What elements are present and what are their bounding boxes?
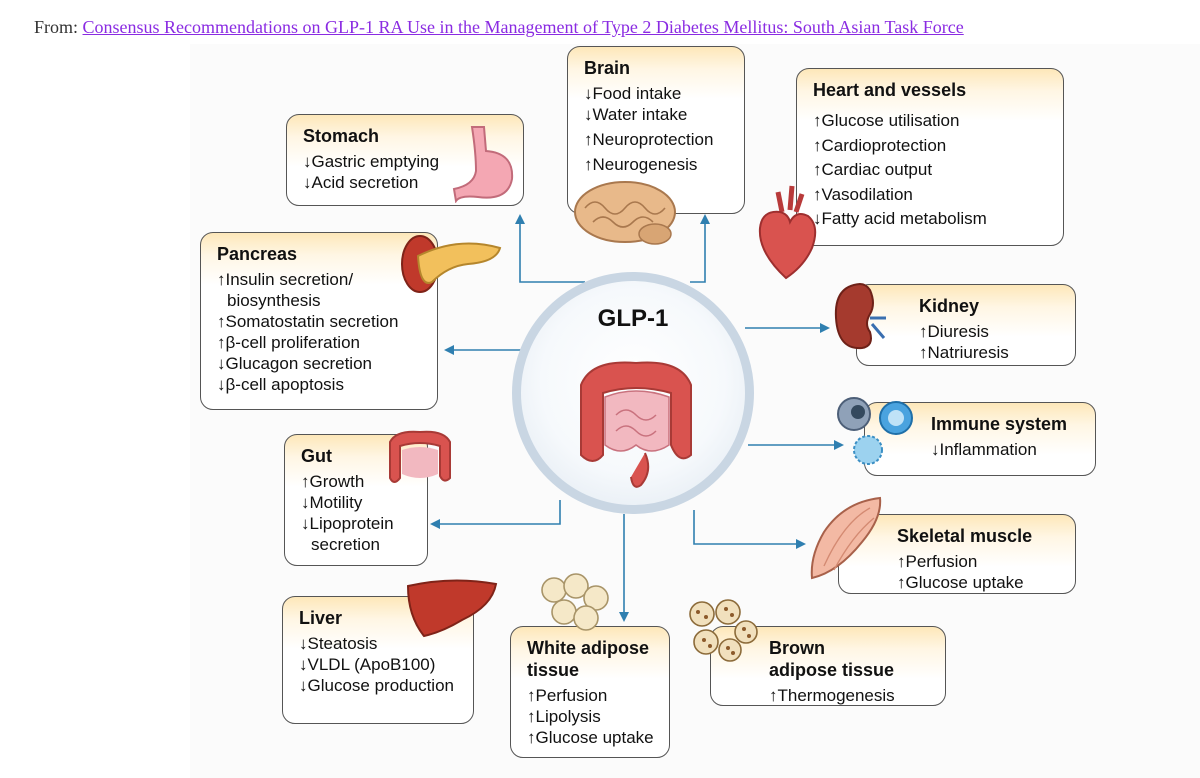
pancreas-item: ↓β-cell apoptosis (217, 375, 344, 394)
liver-item: ↓Glucose production (299, 676, 454, 695)
white-adipose-item: ↑Perfusion (527, 686, 608, 705)
kidney-item: ↑Diuresis (919, 322, 989, 341)
heart-item: ↓Fatty acid metabolism (813, 209, 987, 228)
heart-icon (758, 185, 817, 280)
kidney-item: ↑Natriuresis (919, 343, 1009, 362)
pancreas-item: ↑β-cell proliferation (217, 333, 360, 352)
pancreas-item: ↑Somatostatin secretion (217, 312, 399, 331)
brain-box: Brain ↓Food intake ↓Water intake ↑Neurop… (567, 46, 745, 214)
pancreas-box: Pancreas ↑Insulin secretion/ biosynthesi… (200, 232, 438, 410)
arrow-to-gut (430, 500, 561, 529)
immune-cells-icon (837, 397, 913, 465)
heart-item: ↑Vasodilation (813, 184, 913, 204)
kidney-title: Kidney (919, 296, 980, 316)
white-adipose-box: White adipose tissue ↑Perfusion ↑Lipolys… (510, 626, 670, 758)
arrow-to-brain (690, 214, 710, 283)
white-adipose-icon (541, 573, 609, 631)
brain-title: Brain (584, 58, 631, 78)
brain-item: ↑Neurogenesis (584, 155, 698, 174)
stomach-item: ↓Acid secretion (303, 173, 419, 192)
source-prefix: From: (34, 17, 79, 37)
pancreas-icon (401, 235, 502, 293)
white-adipose-title: White adipose (527, 638, 650, 658)
gut-item: ↓Lipoprotein (301, 514, 394, 533)
muscle-item: ↑Glucose uptake (897, 573, 1024, 592)
immune-box: Immune system ↓Inflammation (864, 402, 1096, 476)
arrow-to-stomach (515, 214, 585, 283)
glp1-title: GLP-1 (597, 305, 669, 332)
immune-item: ↓Inflammation (931, 440, 1037, 459)
kidney-box: Kidney ↑Diuresis ↑Natriuresis (856, 284, 1076, 366)
intestine-icon (580, 361, 692, 488)
arrow-to-muscle (693, 510, 806, 549)
gut-item: secretion (311, 535, 380, 554)
stomach-box: Stomach ↓Gastric emptying ↓Acid secretio… (286, 114, 524, 206)
immune-title: Immune system (931, 414, 1068, 434)
heart-item: ↑Cardiac output (813, 160, 933, 179)
liver-item: ↓Steatosis (299, 634, 378, 653)
gut-title: Gut (301, 446, 332, 466)
muscle-box: Skeletal muscle ↑Perfusion ↑Glucose upta… (838, 514, 1076, 594)
brain-item: ↓Water intake (584, 105, 688, 124)
heart-box: Heart and vessels ↑Glucose utilisation ↑… (796, 68, 1064, 246)
heart-item: ↑Glucose utilisation (813, 111, 960, 130)
stomach-item: ↓Gastric emptying (303, 152, 440, 171)
brown-adipose-title-line2: adipose tissue (769, 660, 895, 680)
white-adipose-item: ↑Glucose uptake (527, 728, 654, 747)
brain-item: ↓Food intake (584, 84, 682, 103)
brown-adipose-title: Brown (769, 638, 825, 658)
gut-item: ↓Motility (301, 493, 363, 512)
kidney-icon (834, 282, 886, 350)
heart-title: Heart and vessels (813, 80, 967, 100)
pancreas-item: biosynthesis (227, 291, 321, 310)
muscle-icon (810, 496, 882, 580)
gut-item: ↑Growth (301, 472, 365, 491)
pancreas-item: ↑Insulin secretion/ (217, 270, 354, 289)
glp1-center-circle: GLP-1 (512, 272, 754, 514)
brown-adipose-item: ↑Thermogenesis (769, 686, 895, 705)
gut-icon (389, 430, 451, 483)
pancreas-title: Pancreas (217, 244, 298, 264)
muscle-title: Skeletal muscle (897, 526, 1033, 546)
white-adipose-item: ↑Lipolysis (527, 707, 601, 726)
liver-title: Liver (299, 608, 343, 628)
source-article-link[interactable]: Consensus Recommendations on GLP-1 RA Us… (82, 17, 964, 37)
heart-item: ↑Cardioprotection (813, 135, 947, 155)
brown-adipose-icon (689, 599, 758, 662)
pancreas-item: ↓Glucagon secretion (217, 354, 372, 373)
brain-icon (574, 181, 676, 245)
muscle-item: ↑Perfusion (897, 552, 978, 571)
stomach-icon (452, 126, 514, 203)
figure-source: From: Consensus Recommendations on GLP-1… (34, 17, 964, 38)
liver-icon (406, 579, 498, 638)
liver-item: ↓VLDL (ApoB100) (299, 655, 436, 674)
stomach-title: Stomach (303, 126, 380, 146)
white-adipose-title-line2: tissue (527, 660, 580, 680)
brain-item: ↑Neuroprotection (584, 130, 714, 149)
